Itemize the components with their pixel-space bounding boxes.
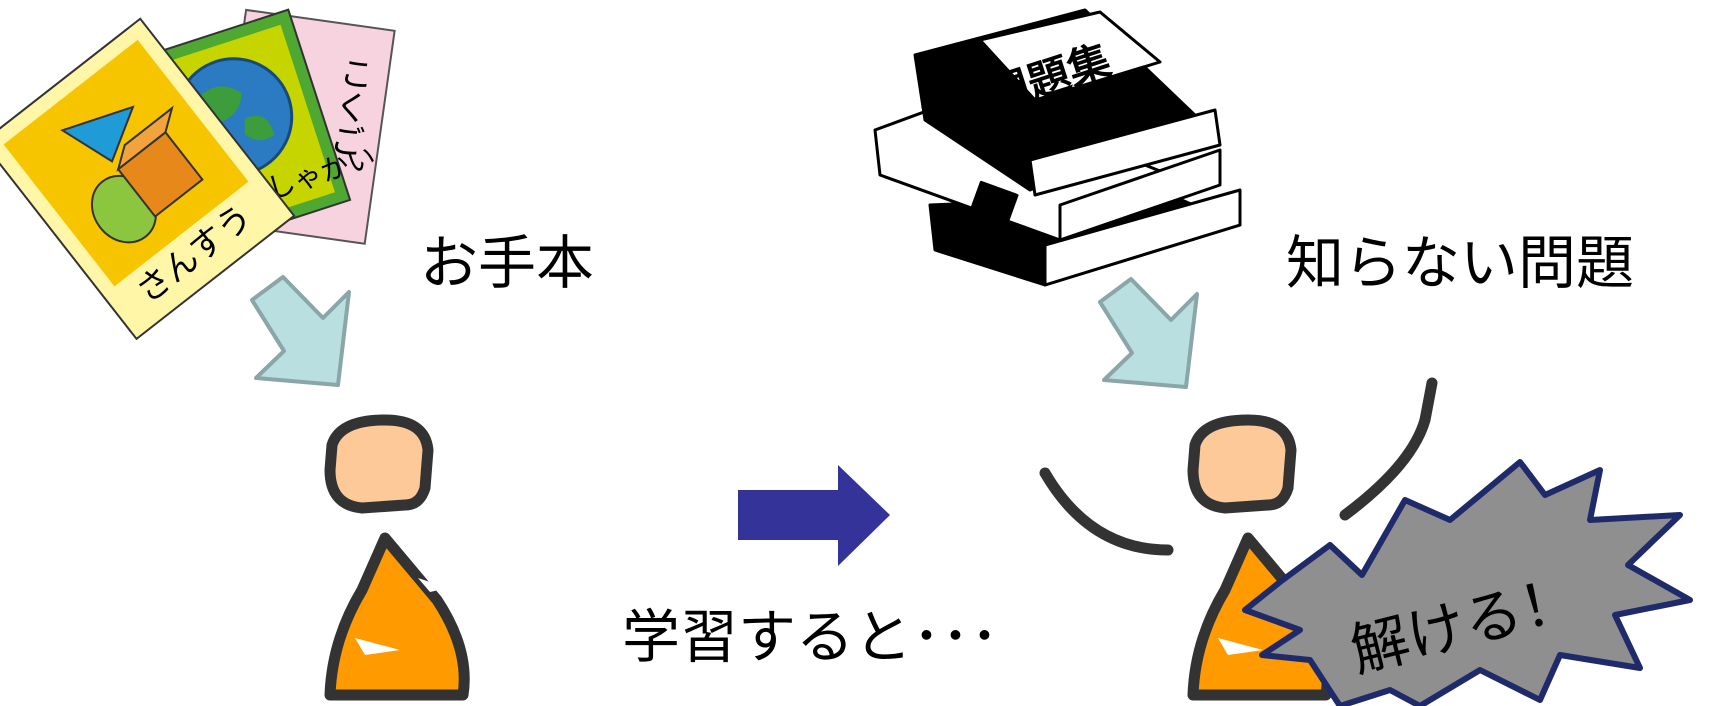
- label-unknown-problems: 知らない問題: [1286, 229, 1635, 297]
- learner-figure: [324, 414, 470, 701]
- textbooks-illustration: こくご しゃかい さんすう: [0, 8, 396, 341]
- label-after-learning: 学習すると･･･: [622, 603, 1000, 671]
- solver-right-arm: [1339, 377, 1438, 521]
- learner-body: [324, 532, 470, 701]
- down-arrow-right-icon: [1098, 277, 1199, 389]
- down-arrow-left-icon: [250, 275, 351, 387]
- solver-head: [1187, 414, 1297, 514]
- workbooks-illustration: 問題集: [873, 8, 1242, 287]
- solver-left-arm: [1039, 467, 1174, 556]
- label-example: お手本: [420, 229, 595, 297]
- right-arrow-icon: [738, 465, 890, 566]
- solved-burst: 解ける！: [1242, 459, 1693, 706]
- learner-head: [324, 414, 434, 514]
